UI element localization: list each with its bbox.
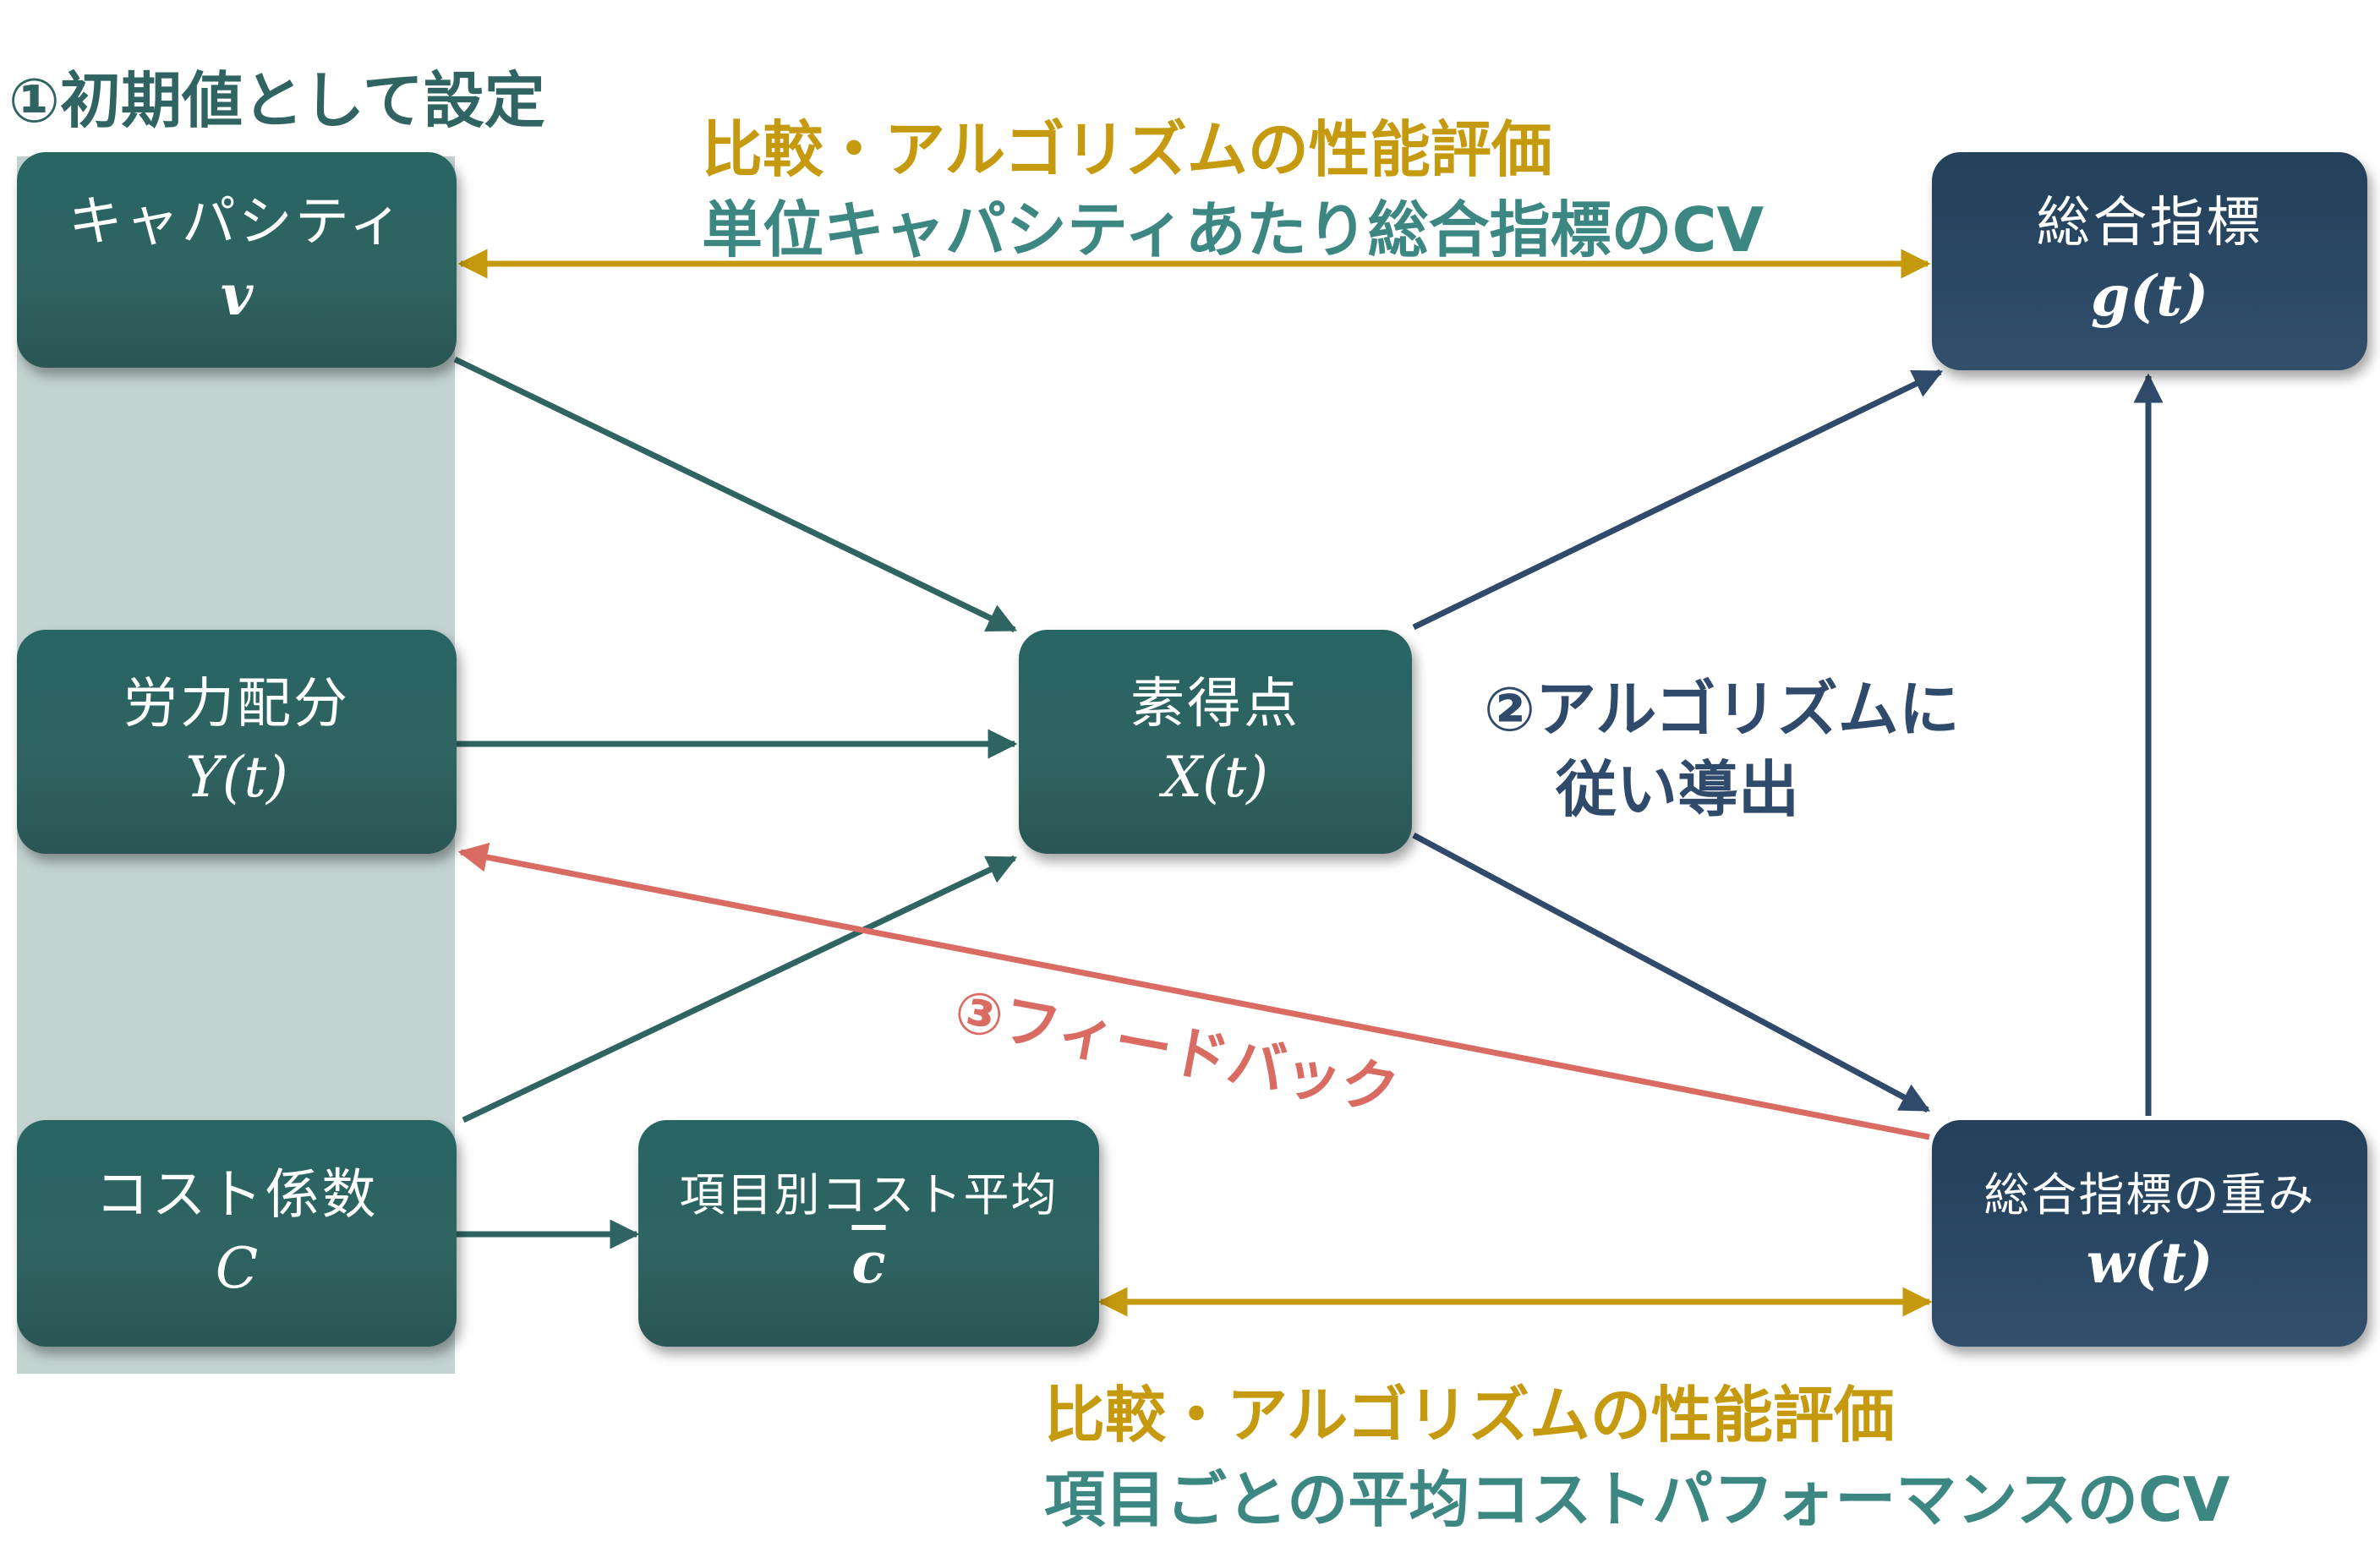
node-cost-coefficient: コスト係数 C [17,1120,457,1347]
node-cost-average: 項目別コスト平均 c [638,1120,1099,1347]
top-annotation-line1: 比較・アルゴリズムの性能評価 [702,114,1552,185]
node-composite-weights: 総合指標の重み w(t) [1932,1120,2367,1347]
step2-label-line2: 従い導出 [1556,754,1800,825]
node-labor-label: 労力配分 [123,672,350,735]
top-annotation-line2: 単位キャパシティあたり総合指標のCV [702,194,1764,265]
arrow-capacity-to-raw-score [453,356,1018,633]
node-cost-avg-label: 項目別コスト平均 [679,1168,1059,1222]
node-composite-index: 総合指標 g(t) [1932,152,2367,370]
step1-title: ①初期値として設定 [8,65,545,136]
node-weights-label: 総合指標の重み [1983,1168,2316,1222]
node-composite-label: 総合指標 [2036,192,2263,255]
node-raw-score-symbol: X(t) [1162,744,1268,810]
node-cost-coef-label: コスト係数 [95,1164,379,1227]
arrow-feedback [457,842,1930,1140]
node-capacity: キャパシティ v [17,152,457,368]
node-cost-coef-symbol: C [215,1236,259,1302]
node-labor-symbol: Y(t) [185,744,288,810]
node-cost-avg-symbol: c [851,1229,886,1296]
arrow-cost-coef-to-raw-score [462,855,1018,1123]
arrow-raw-score-to-composite [1412,369,1944,631]
node-labor-allocation: 労力配分 Y(t) [17,630,457,854]
node-capacity-symbol: v [220,261,254,328]
node-composite-symbol: g(t) [2090,263,2209,330]
arrow-raw-score-to-weights [1412,832,1931,1113]
node-raw-score: 素得点 X(t) [1019,630,1412,854]
node-raw-score-label: 素得点 [1130,672,1300,735]
node-capacity-label: キャパシティ [68,190,406,254]
step2-label-line1: ②アルゴリズムに [1484,674,1960,745]
node-weights-symbol: w(t) [2086,1229,2213,1296]
bottom-annotation-line1: 比較・アルゴリズムの性能評価 [1044,1380,1895,1451]
bottom-annotation-line2: 項目ごとの平均コストパフォーマンスのCV [1044,1464,2230,1535]
